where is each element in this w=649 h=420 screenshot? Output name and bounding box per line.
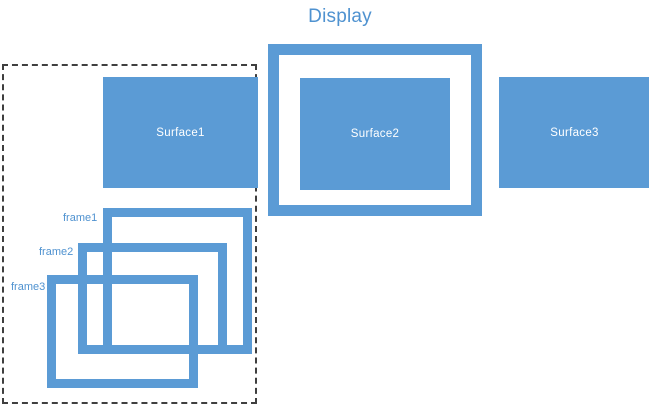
- display-frame-border: [268, 44, 482, 216]
- display-title: Display: [308, 6, 372, 27]
- frame1-label: frame1: [63, 212, 98, 224]
- frame3-label: frame3: [11, 281, 46, 293]
- surface2-label: Surface2: [350, 128, 400, 140]
- frame2-ring: [78, 243, 227, 354]
- frame3-ring: [47, 275, 198, 388]
- surface2-box: Surface2: [300, 78, 450, 190]
- dashed-group-region: [2, 64, 257, 404]
- surface3-label: Surface3: [550, 126, 599, 139]
- frame2-label: frame2: [39, 246, 74, 258]
- surface1-label: Surface1: [156, 126, 205, 139]
- surface3-box: Surface3: [499, 77, 649, 188]
- surface1-box: Surface1: [103, 77, 258, 188]
